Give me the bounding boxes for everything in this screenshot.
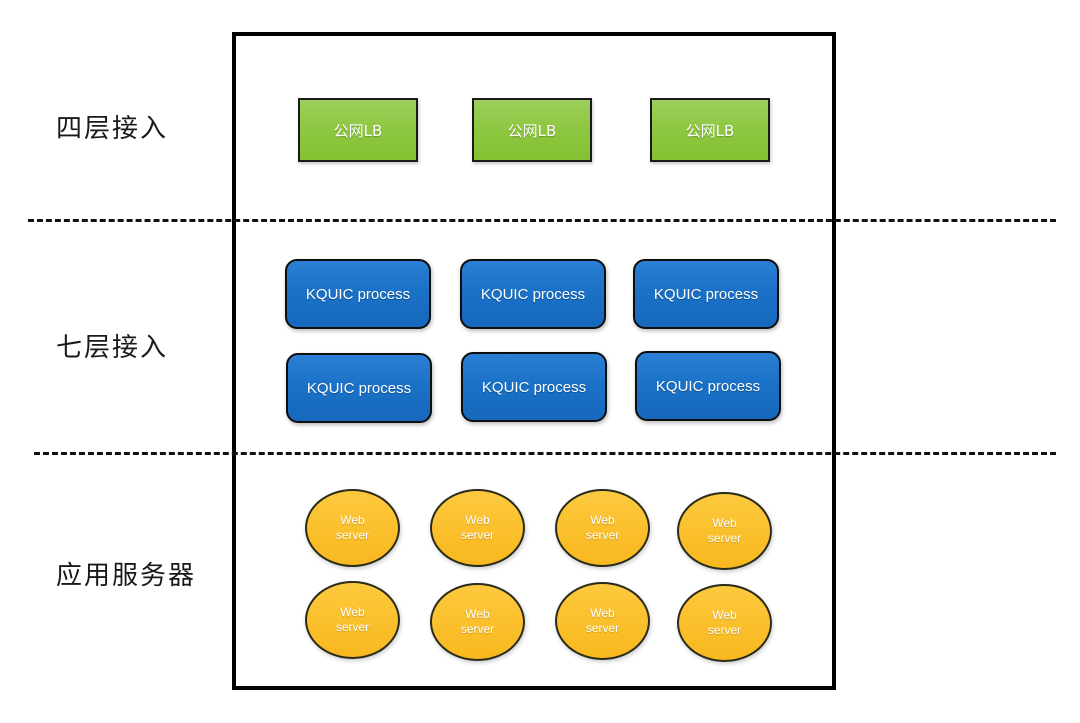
node-kquic-process-2: KQUIC process	[460, 259, 606, 329]
node-web-server-5-line1: Web	[340, 605, 365, 619]
tier-label-layer4: 四层接入	[56, 114, 169, 144]
node-web-server-6-line2: server	[460, 622, 495, 636]
node-web-server-6: Web server	[430, 583, 525, 661]
node-public-lb-3: 公网LB	[650, 98, 770, 162]
tier-divider-layer7-app	[34, 452, 1056, 455]
node-kquic-process-5: KQUIC process	[461, 352, 607, 422]
node-web-server-1-line1: Web	[340, 513, 365, 527]
node-web-server-3-line1: Web	[590, 513, 615, 527]
node-web-server-4-line2: server	[707, 531, 742, 545]
node-web-server-7-line2: server	[585, 621, 620, 635]
node-web-server-5: Web server	[305, 581, 400, 659]
node-web-server-4-line1: Web	[712, 516, 737, 530]
node-web-server-3: Web server	[555, 489, 650, 567]
node-public-lb-1: 公网LB	[298, 98, 418, 162]
node-web-server-7: Web server	[555, 582, 650, 660]
node-web-server-8: Web server	[677, 584, 772, 662]
node-web-server-8-line1: Web	[712, 608, 737, 622]
node-web-server-3-line2: server	[585, 528, 620, 542]
tier-divider-layer4-layer7	[28, 219, 1056, 222]
node-web-server-1-line2: server	[335, 528, 370, 542]
node-web-server-8-line2: server	[707, 623, 742, 637]
tier-label-layer7: 七层接入	[56, 333, 169, 363]
node-kquic-process-6: KQUIC process	[635, 351, 781, 421]
node-kquic-process-4: KQUIC process	[286, 353, 432, 423]
node-web-server-2: Web server	[430, 489, 525, 567]
node-web-server-5-line2: server	[335, 620, 370, 634]
tier-label-app-server: 应用服务器	[56, 561, 197, 591]
node-kquic-process-3: KQUIC process	[633, 259, 779, 329]
node-web-server-2-line1: Web	[465, 513, 490, 527]
node-kquic-process-1: KQUIC process	[285, 259, 431, 329]
node-web-server-6-line1: Web	[465, 607, 490, 621]
node-public-lb-2: 公网LB	[472, 98, 592, 162]
node-web-server-1: Web server	[305, 489, 400, 567]
node-web-server-2-line2: server	[460, 528, 495, 542]
node-web-server-4: Web server	[677, 492, 772, 570]
node-web-server-7-line1: Web	[590, 606, 615, 620]
